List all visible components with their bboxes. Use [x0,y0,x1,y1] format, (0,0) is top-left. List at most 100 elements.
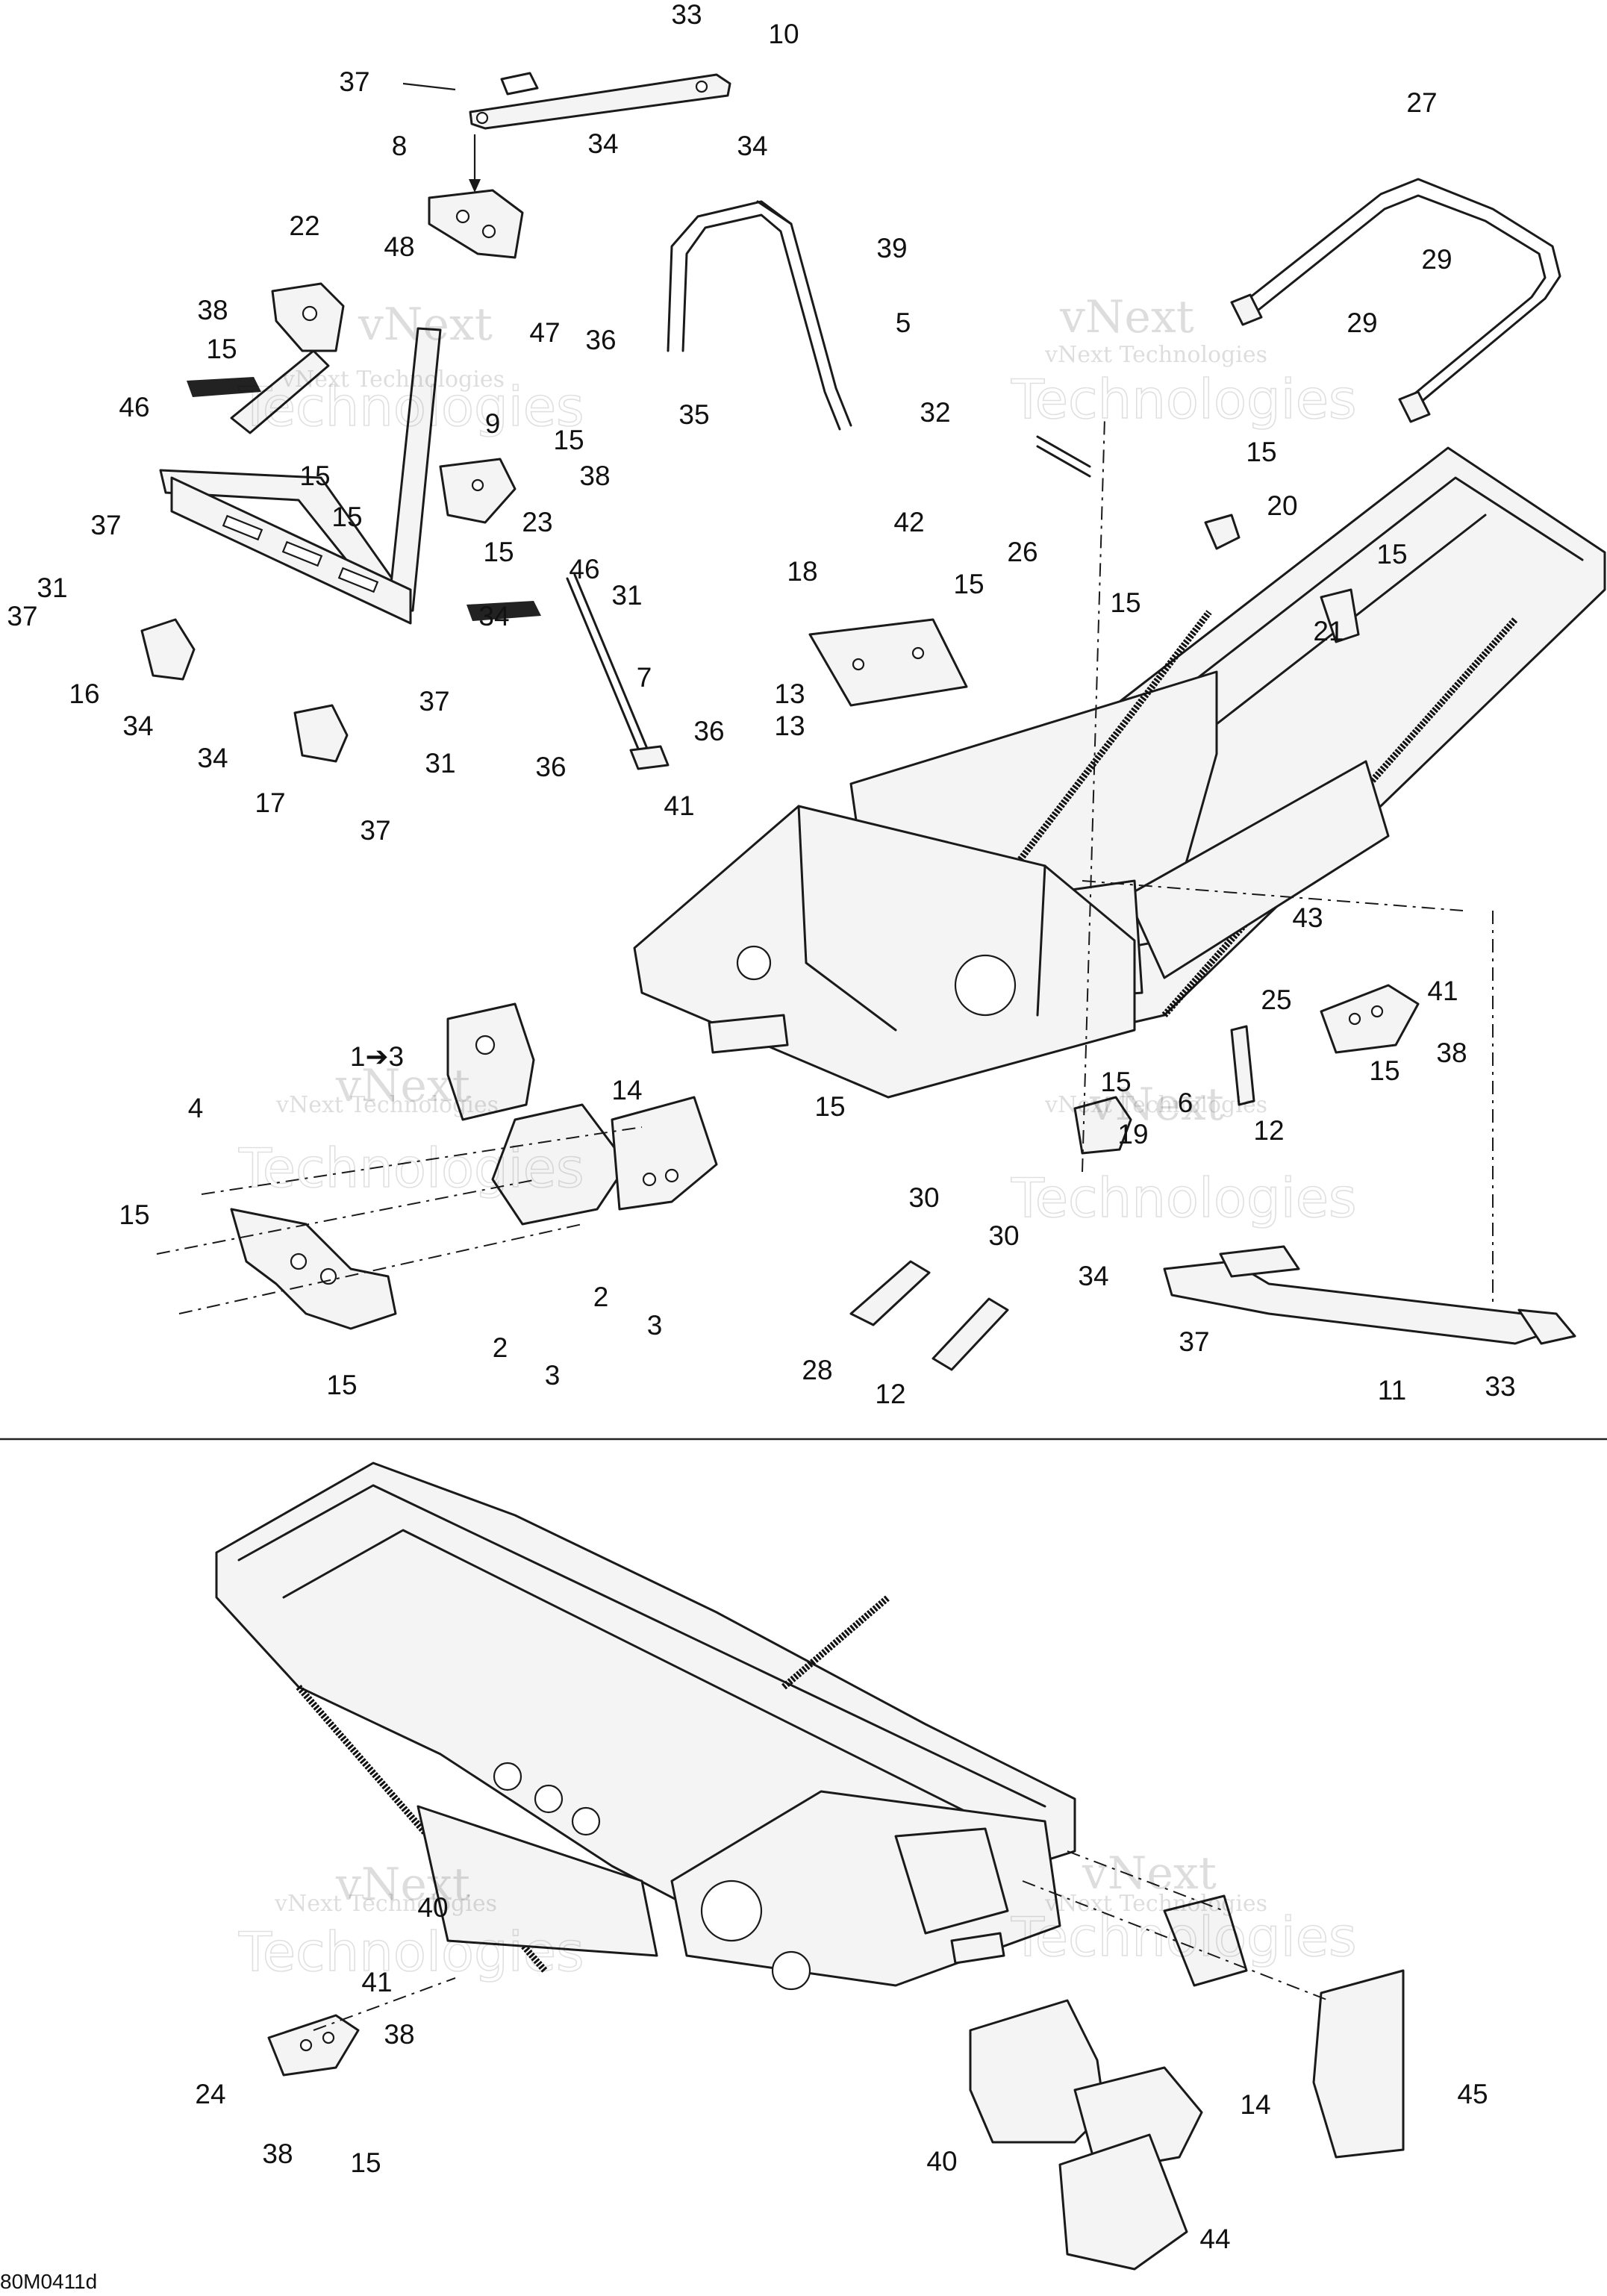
callout-c36c: 36 [585,325,616,355]
callout-c6: 6 [1178,1088,1193,1118]
watermark-text: vNext Technologies [275,1092,499,1118]
part-bumper-27[interactable] [1230,178,1561,423]
part-front-frame-lower [670,1790,1061,1991]
callout-c27: 27 [1406,87,1437,118]
callout-c36b: 36 [535,752,566,782]
part-bracket-4[interactable] [230,1208,397,1330]
part-bracket-14[interactable] [611,1096,718,1211]
watermark-text: vNext Technologies [1044,1891,1267,1917]
callout-c33b: 33 [1485,1371,1515,1402]
callout-c15a: 15 [206,334,237,364]
part-brace-26[interactable] [1036,435,1091,478]
part-bracket-21[interactable] [1320,588,1360,643]
callout-c2b: 2 [493,1332,508,1363]
callout-c15j: 15 [1369,1055,1400,1086]
callout-c15f: 15 [1246,437,1276,467]
watermark-text: vNext Technologies [274,1891,497,1917]
part-clamp-17[interactable] [293,704,349,763]
part-rod-7[interactable] [566,573,670,770]
callout-c34d: 34 [197,743,228,773]
part-upper-column-9[interactable] [159,327,442,625]
callout-c3b: 3 [545,1360,561,1391]
watermark-text: Technologies [238,375,584,438]
callout-c38d: 38 [384,2019,414,2050]
watermark-mid-left: vNext vNext Technologies Technologies [237,1060,584,1200]
part-mount-1-3[interactable] [446,1002,628,1226]
part-bracket-8[interactable] [428,134,524,259]
watermark-text: vNext [335,1859,470,1911]
callout-c23: 23 [522,507,552,537]
part-footrest-25[interactable] [1320,984,1420,1054]
callout-c15m: 15 [119,1200,149,1230]
callout-c4: 4 [188,1093,204,1123]
callout-c8: 8 [392,131,408,161]
callout-c44: 44 [1199,2224,1230,2254]
watermark-text: vNext [335,1060,470,1112]
callout-c29a: 29 [1421,244,1452,275]
watermark-text: vNext [1059,291,1194,343]
callout-c33a: 33 [671,0,702,30]
part-pad-44[interactable] [1058,2133,1188,2271]
watermark-text: Technologies [1011,368,1357,431]
part-handle-5[interactable] [667,200,852,431]
callout-c30a: 30 [908,1182,939,1213]
callout-c34a: 34 [587,128,618,159]
callout-c18: 18 [787,556,817,587]
watermark-text: Technologies [1011,1167,1357,1229]
callout-c15g: 15 [953,569,984,599]
callout-c38a: 38 [197,295,228,325]
callout-c34e: 34 [737,131,767,161]
callout-c15k: 15 [814,1091,845,1122]
part-steering-arm-11[interactable] [1163,1245,1576,1345]
part-front-frame [633,805,1136,1099]
callout-c37f: 37 [1179,1326,1209,1357]
callout-c34f: 34 [1078,1261,1108,1291]
part-bracket-23[interactable] [439,458,517,524]
callout-c5: 5 [896,308,911,338]
part-bracket-22[interactable] [271,282,345,352]
callout-c20: 20 [1267,490,1297,521]
part-steering-support-10[interactable] [402,72,731,130]
callout-c15h: 15 [1110,587,1140,618]
callout-c47: 47 [529,317,560,348]
part-strap-6[interactable] [1230,1025,1255,1106]
callout-c15i: 15 [1376,539,1407,570]
callout-c13b: 13 [774,711,805,741]
part-clamp-16[interactable] [140,618,196,681]
part-crossmember-18[interactable] [808,618,968,707]
callout-c15d: 15 [331,502,362,532]
part-pad-45[interactable] [1312,1969,1405,2159]
watermark-text: vNext Technologies [281,366,505,393]
watermark-text: Technologies [238,1921,584,1983]
callout-c35: 35 [678,399,709,430]
callout-c32: 32 [920,397,950,428]
part-bracket-20[interactable] [1204,514,1241,550]
part-rail-30[interactable] [849,1260,1009,1371]
part-footrest-24[interactable] [267,2014,360,2077]
watermark-low-left: vNext vNext Technologies Technologies [237,1859,584,1984]
callout-c7: 7 [637,662,652,693]
callout-c12b: 12 [875,1379,905,1409]
callout-c45: 45 [1457,2079,1488,2109]
callout-c38e: 38 [262,2139,293,2169]
part-decal-46 [187,377,541,621]
part-mount-14-lower[interactable] [969,1894,1248,2174]
watermark-mid-right: vNext vNext Technologies Technologies [1010,1079,1357,1230]
callout-c9: 9 [485,408,501,439]
watermark-text: vNext Technologies [1044,342,1267,368]
callout-c43: 43 [1292,902,1323,933]
watermark-text: vNext [358,299,493,351]
callout-c13a: 13 [774,678,805,709]
part-bracket-19[interactable] [1073,1096,1132,1155]
watermark-text: vNext [1082,1847,1217,1900]
callout-c38b: 38 [579,461,610,491]
callout-c19: 19 [1117,1119,1148,1149]
callout-c31c: 31 [425,748,455,779]
callout-c48: 48 [384,231,414,262]
callout-c14b: 14 [1240,2089,1270,2120]
callout-c17: 17 [255,787,285,818]
callout-c24: 24 [195,2079,225,2109]
callout-c37c: 37 [7,601,37,631]
